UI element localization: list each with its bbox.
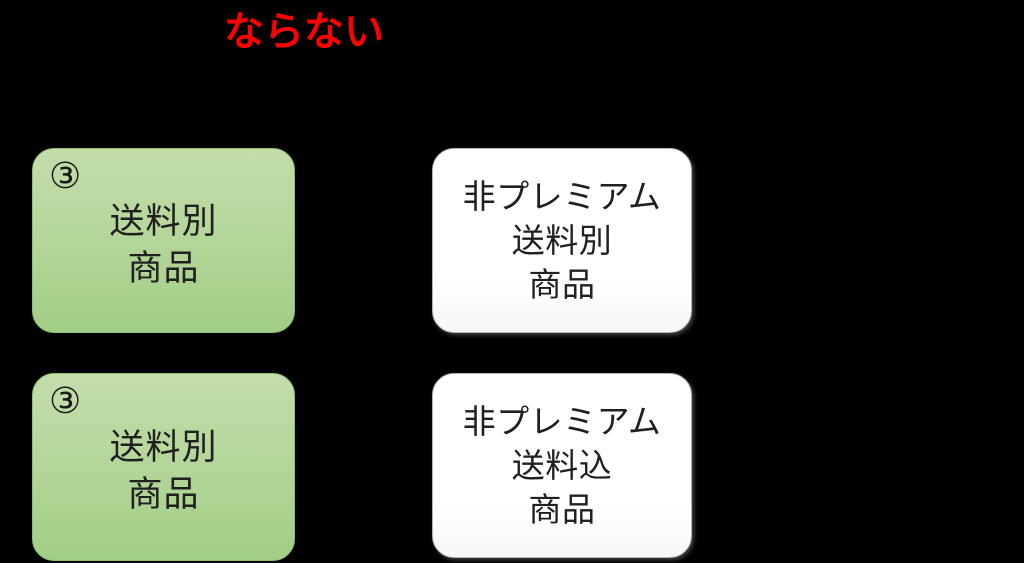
white-card-row1[interactable]: 非プレミアム 送料別 商品 <box>432 148 692 333</box>
white-card-row1-label: 非プレミアム 送料別 商品 <box>462 176 662 304</box>
green-card-row1-label: 送料別 商品 <box>109 201 218 289</box>
green-card-row2[interactable]: ③ 送料別 商品 <box>32 373 295 561</box>
white-card-row2-label: 非プレミアム 送料込 商品 <box>462 401 662 529</box>
circled-number-badge-icon: ③ <box>49 156 82 197</box>
heading-naranai: ならない <box>224 9 384 55</box>
green-card-row2-label: 送料別 商品 <box>109 428 218 515</box>
green-card-row1[interactable]: ③ 送料別 商品 <box>32 148 295 333</box>
circled-number-badge-icon: ③ <box>49 381 82 422</box>
white-card-row2[interactable]: 非プレミアム 送料込 商品 <box>432 373 692 558</box>
